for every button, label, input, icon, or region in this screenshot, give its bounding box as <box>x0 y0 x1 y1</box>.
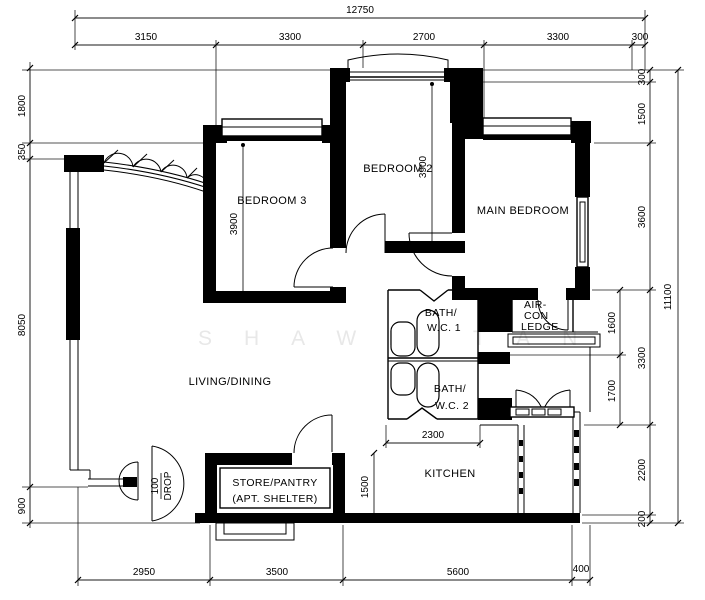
entrance-door <box>118 445 185 522</box>
bath1-wc <box>416 309 440 357</box>
wall-segment <box>203 125 227 143</box>
bath1-folding-door <box>419 289 449 302</box>
dim-right-5: 2200 <box>637 458 648 481</box>
dim-right-inner-1: 1600 <box>607 311 618 334</box>
dim-right-1: 300 <box>637 68 648 85</box>
dim-right-inner-2: 1700 <box>607 379 618 402</box>
room-label-bath1-line1: BATH/ <box>425 307 457 319</box>
wall-segment <box>203 291 333 303</box>
store-door <box>293 414 333 454</box>
dim-bottom-3: 5600 <box>447 567 470 578</box>
dim-top-3: 2700 <box>413 32 436 43</box>
wall-segment <box>483 134 571 140</box>
room-label-bath2-line1: BATH/ <box>434 383 466 395</box>
dim-top-1: 3150 <box>135 32 158 43</box>
dim-bedroom3-depth: 3900 <box>229 212 240 235</box>
dim-top-4: 3300 <box>547 32 570 43</box>
dim-bath-width: 2300 <box>422 430 445 441</box>
dim-left-3: 8050 <box>17 313 28 336</box>
dim-left-1: 1800 <box>17 94 28 117</box>
wall-segment <box>478 398 512 420</box>
bath2-basin <box>390 362 416 396</box>
room-label-store-line1: STORE/PANTRY <box>232 477 317 489</box>
dim-top-total: 12750 <box>346 5 374 16</box>
wall-segment <box>478 352 510 364</box>
dim-store-depth: 1500 <box>360 475 371 498</box>
entrance-drop-note: 100 DROP <box>150 471 174 500</box>
windows <box>103 53 589 418</box>
room-label-kitchen: KITCHEN <box>424 468 475 480</box>
aircon-ledge-door <box>537 299 569 331</box>
wall-segment <box>64 155 104 172</box>
room-labels: BEDROOM 3 BEDROOM 2 MAIN BEDROOM LIVING/… <box>189 163 569 505</box>
bath-fixtures <box>390 309 440 408</box>
dim-bottom-2: 3500 <box>266 567 289 578</box>
wall-segment <box>203 143 216 303</box>
dimension-labels: 12750 3150 3300 2700 3300 300 1800 350 8… <box>17 5 674 578</box>
dim-top-5: 300 <box>632 32 649 43</box>
dim-right-6: 200 <box>637 510 648 527</box>
wall-segment <box>450 68 483 123</box>
bath1-basin <box>390 321 416 357</box>
dimension-lines <box>26 14 682 584</box>
store-label-box <box>219 467 331 509</box>
room-label-aircon-line3: LEDGE <box>521 321 559 333</box>
living-curved-window <box>103 149 209 193</box>
bedroom3-door <box>293 247 334 288</box>
dim-right-3: 3600 <box>637 205 648 228</box>
room-label-main-bedroom: MAIN BEDROOM <box>477 205 569 217</box>
dim-right-2: 1500 <box>637 102 648 125</box>
dim-left-2: 350 <box>17 143 28 160</box>
dim-bottom-1: 2950 <box>133 567 156 578</box>
drop-value-label: 100 <box>150 477 161 494</box>
room-label-aircon-line1: AIR- <box>524 299 547 311</box>
room-label-bedroom3: BEDROOM 3 <box>237 195 307 207</box>
dim-right-total: 11100 <box>663 283 674 310</box>
wall-segment <box>566 288 590 300</box>
wall-segment <box>330 287 346 303</box>
wall-segment <box>571 121 591 143</box>
main-bedroom-door <box>408 232 453 277</box>
dim-bottom-4: 400 <box>573 564 590 575</box>
drop-word-label: DROP <box>163 471 174 500</box>
bath2-folding-door <box>406 407 438 420</box>
kitchen-window <box>509 389 575 418</box>
dim-bedroom2-depth: 3900 <box>418 155 429 178</box>
wall-segment <box>465 123 483 139</box>
wall-segment <box>123 477 137 487</box>
room-label-store-line2: (APT. SHELTER) <box>232 493 317 505</box>
room-label-bedroom2: BEDROOM 2 <box>363 163 433 175</box>
wall-segment <box>575 143 590 197</box>
walls <box>64 68 591 523</box>
doors <box>118 213 569 522</box>
room-label-aircon-line2: CON <box>524 310 549 322</box>
wall-segment <box>195 513 580 523</box>
bedroom2-bay-window <box>347 53 449 81</box>
wall-segment <box>205 453 217 515</box>
wall-segment <box>222 136 322 141</box>
wall-segment <box>205 453 292 465</box>
room-label-bath2-line2: W.C. 2 <box>435 400 469 412</box>
wall-segment <box>478 290 512 332</box>
wall-segment <box>452 123 465 233</box>
room-label-living-dining: LIVING/DINING <box>189 376 272 388</box>
wall-segment <box>385 241 465 253</box>
wall-segment <box>330 68 346 248</box>
partitions <box>69 172 601 541</box>
room-label-bath1-line2: W.C. 1 <box>427 322 461 334</box>
bedroom2-door <box>345 213 386 254</box>
main-bedroom-side-window <box>576 196 589 268</box>
dim-right-4: 3300 <box>637 346 648 369</box>
bath2-wc <box>416 362 440 408</box>
wall-segment <box>333 453 345 515</box>
dim-top-2: 3300 <box>279 32 302 43</box>
dim-left-4: 900 <box>17 497 28 514</box>
wall-segment <box>330 68 350 82</box>
